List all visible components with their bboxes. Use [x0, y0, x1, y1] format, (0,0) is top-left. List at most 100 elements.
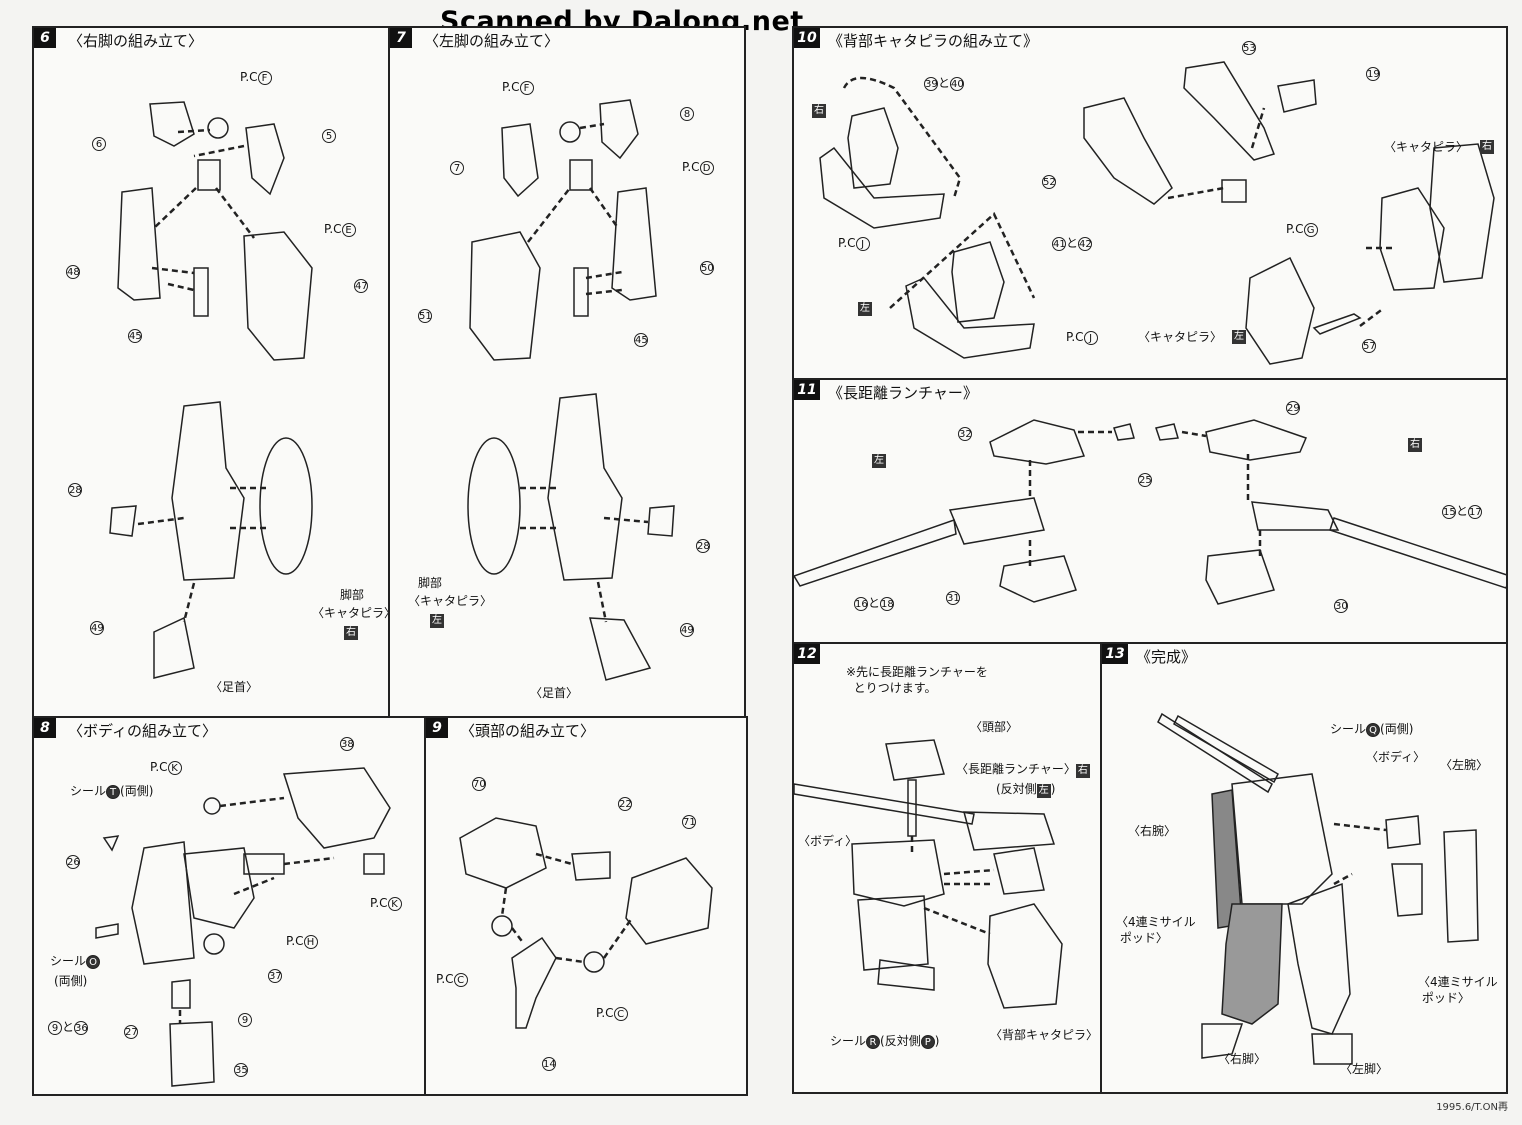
callout-5: 5: [322, 128, 336, 143]
ankle-label: 〈足首〉: [530, 686, 579, 700]
caterpillar-left-label: 〈キャタピラ〉: [1138, 330, 1223, 344]
callout-45: 45: [634, 333, 648, 347]
callout-45: 45: [128, 329, 142, 343]
back-caterpillar-diagram: [819, 61, 1495, 365]
callout-14: 14: [542, 1057, 556, 1071]
callout-6: 6: [92, 136, 106, 151]
step-number: 9: [426, 718, 448, 738]
right-badge: 右: [344, 626, 358, 640]
right-badge: 右: [1408, 438, 1422, 452]
ankle-label: 〈足首〉: [210, 680, 259, 694]
step-title: 《背部キャタピラの組み立て》: [828, 32, 1039, 50]
callout-39-and-40: 39と40: [924, 76, 965, 91]
left-badge: 左: [872, 454, 886, 468]
launcher-diagram: [794, 419, 1506, 605]
step-number: 12: [794, 644, 820, 664]
callout-50: 50: [700, 261, 714, 275]
step-11-panel: 11 《長距離ランチャー》 32 左 25 29 右 15と17 16と18 3…: [792, 378, 1508, 644]
right-leg-label: 〈右脚〉: [1218, 1052, 1267, 1066]
leg-caterpillar-label: 脚部: [340, 588, 365, 602]
callout-8: 8: [680, 106, 694, 121]
callout-29: 29: [1286, 401, 1300, 415]
callout-53: 53: [1242, 41, 1256, 55]
step-title: 〈右脚の組み立て〉: [68, 32, 204, 50]
right-badge-2: 右: [1480, 140, 1494, 154]
back-caterpillar-label: 〈背部キャタピラ〉: [990, 1028, 1099, 1042]
step-title: 〈頭部の組み立て〉: [460, 722, 596, 740]
both-sides-label: (両側): [54, 974, 88, 988]
callout-47: 47: [354, 279, 368, 293]
callout-71: 71: [682, 815, 696, 829]
callout-9: 9: [238, 1012, 252, 1027]
step-12-note: ※先に長距離ランチャーを とりつけます。: [846, 665, 988, 695]
left-arm-label: 〈左腕〉: [1440, 758, 1489, 772]
callout-35: 35: [234, 1063, 248, 1077]
callout-28: 28: [696, 539, 710, 553]
callout-70: 70: [472, 777, 486, 791]
step-number: 11: [794, 380, 820, 400]
callout-16-and-18: 16と18: [854, 596, 895, 611]
completed-diagram: [1157, 712, 1479, 1065]
callout-52: 52: [1042, 175, 1056, 189]
left-badge: 左: [858, 302, 872, 316]
caterpillar-right-label: 〈キャタピラ〉: [1384, 140, 1469, 154]
callout-28: 28: [68, 483, 82, 497]
callout-49: 49: [90, 621, 104, 635]
launcher-right-label: 〈長距離ランチャー〉右: [956, 762, 1090, 778]
step-title: 《長距離ランチャー》: [828, 384, 978, 402]
callout-32: 32: [958, 427, 972, 441]
head-label: 〈頭部〉: [970, 720, 1019, 734]
callout-37: 37: [268, 969, 282, 983]
callout-27: 27: [124, 1025, 138, 1039]
callout-25: 25: [1138, 473, 1152, 487]
left-leg-label: 〈左脚〉: [1340, 1062, 1389, 1076]
caterpillar-label: 〈キャタピラ〉: [408, 594, 493, 608]
body-label: 〈ボディ〉: [798, 834, 858, 848]
missile-pod-label-left: 〈4連ミサイル ポッド〉: [1116, 915, 1196, 945]
leg-caterpillar-label: 脚部: [418, 576, 443, 590]
callout-22: 22: [618, 797, 632, 811]
right-leg-diagram: [109, 101, 313, 679]
callout-26: 26: [66, 855, 80, 869]
step-number: 8: [34, 718, 56, 738]
left-leg-diagram: [467, 99, 675, 681]
step-number: 7: [390, 28, 412, 48]
callout-31: 31: [946, 591, 960, 605]
step-title: 〈ボディの組み立て〉: [68, 722, 217, 740]
callout-15-and-17: 15と17: [1442, 504, 1483, 519]
step-number: 13: [1102, 644, 1128, 664]
left-badge-2: 左: [1232, 330, 1246, 344]
callout-41-and-42: 41と42: [1052, 236, 1093, 251]
step-title: 《完成》: [1136, 648, 1197, 666]
step-12-panel: 12 ※先に長距離ランチャーを とりつけます。 〈頭部〉 〈長距離ランチャー〉右…: [792, 642, 1102, 1094]
right-arm-label: 〈右腕〉: [1128, 824, 1177, 838]
step-number: 10: [794, 28, 820, 48]
left-badge: 左: [430, 614, 444, 628]
callout-49: 49: [680, 623, 694, 637]
step-title: 〈左脚の組み立て〉: [424, 32, 560, 50]
callout-7: 7: [450, 160, 464, 175]
credit-text: 1995.6/T.ON再: [1436, 1102, 1508, 1113]
opposite-left-label: (反対側左): [996, 782, 1056, 798]
